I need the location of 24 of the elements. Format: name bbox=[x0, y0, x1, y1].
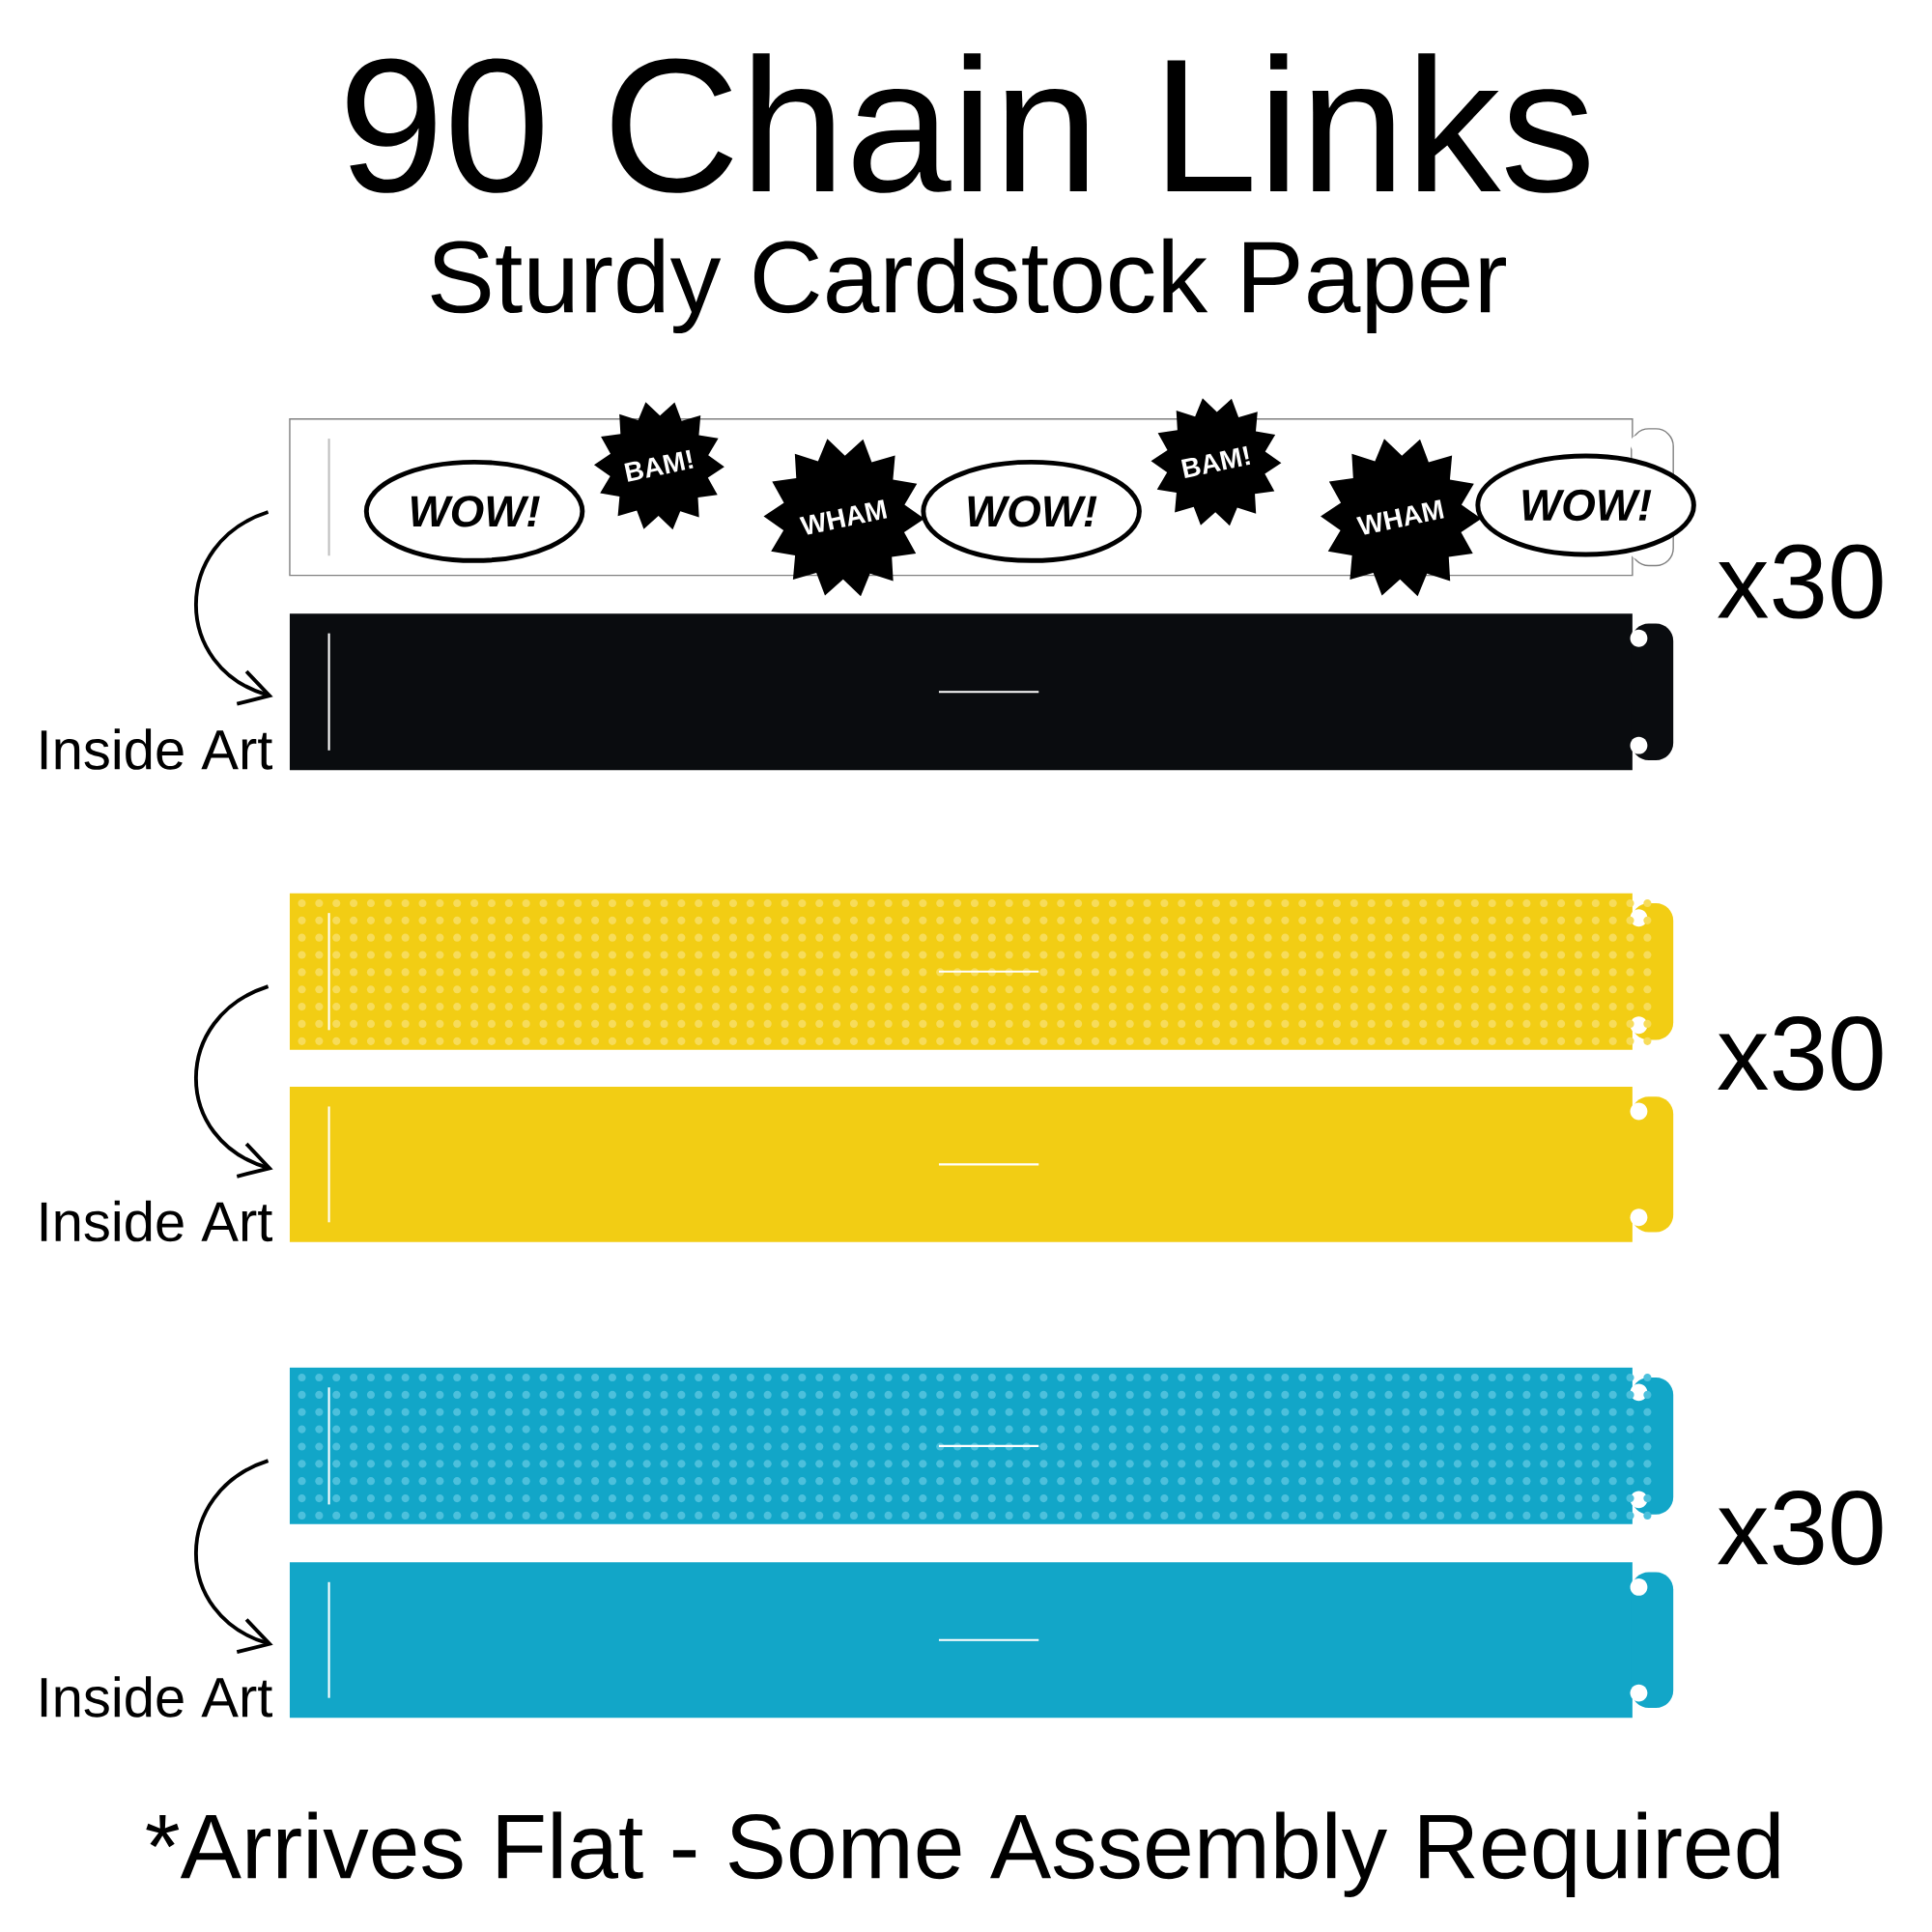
curved-arrow bbox=[194, 984, 273, 1179]
curved-arrow bbox=[194, 510, 273, 706]
paper-strip bbox=[289, 613, 1674, 771]
starburst: BAM! bbox=[593, 402, 724, 530]
speech-bubble: WOW! bbox=[1475, 453, 1696, 557]
speech-bubble: WOW! bbox=[363, 459, 585, 563]
curved-arrow bbox=[194, 1459, 273, 1654]
footnote: *Arrives Flat - Some Assembly Required bbox=[146, 1811, 1779, 1897]
quantity-label: x30 bbox=[1718, 544, 1883, 619]
paper-strip bbox=[289, 1086, 1674, 1242]
side-label: Inside Art bbox=[41, 728, 272, 770]
subtitle: Sturdy Cardstock Paper bbox=[431, 238, 1506, 334]
speech-bubble: WOW! bbox=[921, 459, 1142, 563]
starburst: BAM! bbox=[1151, 398, 1282, 526]
paper-strip bbox=[289, 1367, 1674, 1524]
paper-strip bbox=[289, 893, 1674, 1050]
starburst: WHAM bbox=[1321, 439, 1482, 597]
title: 90 Chain Links bbox=[347, 53, 1589, 193]
paper-strip bbox=[289, 1562, 1674, 1719]
quantity-label: x30 bbox=[1718, 1491, 1883, 1566]
starburst: WHAM bbox=[763, 439, 924, 597]
side-label: Inside Art bbox=[41, 1676, 272, 1718]
quantity-label: x30 bbox=[1718, 1016, 1883, 1092]
side-label: Inside Art bbox=[41, 1200, 272, 1242]
